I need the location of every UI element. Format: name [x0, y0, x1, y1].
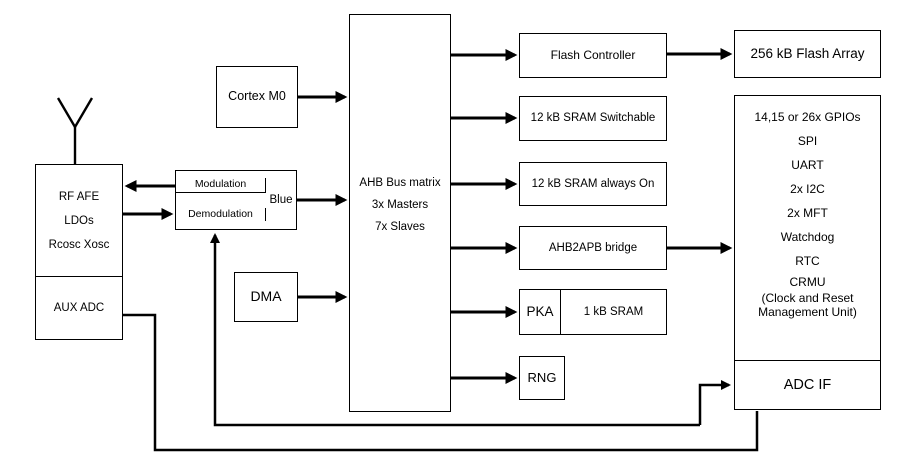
crmu-label: CRMU [789, 275, 826, 289]
routing-line-aux-adc [123, 313, 759, 452]
pka-label: PKA [526, 303, 554, 319]
modulation-label: Modulation [194, 178, 247, 191]
ahb-bus-matrix-label: AHB Bus matrix [359, 177, 441, 189]
crmu-sub-label-2: Management Unit) [758, 305, 857, 319]
sram-always-on-block: 12 kB SRAM always On [519, 162, 667, 206]
gpios-label: 14,15 or 26x GPIOs [754, 110, 861, 124]
demodulation-label: Demodulation [188, 207, 253, 220]
rtc-label: RTC [795, 254, 820, 268]
adc-if-label: ADC IF [783, 376, 832, 393]
ldos-label: LDOs [64, 214, 94, 227]
pka-sram-label: 1 kB SRAM [583, 305, 644, 318]
sram-always-on-label: 12 kB SRAM always On [531, 177, 655, 190]
flash-array-label: 256 kB Flash Array [750, 45, 865, 61]
flash-controller-label: Flash Controller [550, 48, 636, 62]
modem-block: Modulation Blue Demodulation [175, 170, 297, 230]
routing-line-to-adc-if [698, 380, 731, 425]
blue-label: Blue [269, 193, 293, 206]
cortex-m0-block: Cortex M0 [216, 66, 298, 128]
flash-array-block: 256 kB Flash Array [734, 30, 881, 78]
ahb-slaves-label: 7x Slaves [375, 221, 425, 233]
pka-sram-block: 1 kB SRAM [561, 289, 667, 335]
uart-label: UART [791, 158, 824, 172]
ahb2apb-bridge-block: AHB2APB bridge [519, 226, 667, 270]
rf-afe-label: RF AFE [58, 190, 100, 203]
peripherals-adc-block: 14,15 or 26x GPIOs SPI UART 2x I2C 2x MF… [734, 95, 881, 410]
rng-label: RNG [527, 369, 557, 385]
rng-block: RNG [519, 356, 565, 400]
pka-block: PKA [519, 289, 561, 335]
ahb-masters-label: 3x Masters [371, 199, 429, 211]
sram-switchable-label: 12 kB SRAM Switchable [530, 112, 656, 125]
spi-label: SPI [797, 134, 818, 148]
cortex-m0-label: Cortex M0 [228, 89, 286, 104]
blue-cell: Blue [266, 193, 296, 207]
aux-adc-label: AUX ADC [53, 301, 105, 314]
mft-label: 2x MFT [787, 206, 828, 220]
modulation-cell: Modulation [176, 178, 266, 193]
rcosc-xosc-label: Rcosc Xosc [48, 238, 110, 251]
i2c-label: 2x I2C [790, 182, 825, 196]
crmu-sub-label-1: (Clock and Reset [761, 291, 854, 305]
dma-block: DMA [234, 272, 298, 322]
demodulation-cell: Demodulation [176, 207, 266, 222]
flash-controller-block: Flash Controller [519, 33, 667, 78]
aux-adc-block: AUX ADC [36, 277, 122, 339]
sram-switchable-block: 12 kB SRAM Switchable [519, 96, 667, 141]
adc-if-block: ADC IF [735, 361, 880, 409]
watchdog-label: Watchdog [780, 230, 835, 244]
antenna-v [56, 97, 94, 130]
rf-afe-block: RF AFE LDOs Rcosc Xosc [36, 165, 122, 277]
ahb2apb-bridge-label: AHB2APB bridge [548, 241, 638, 254]
peripherals-block: 14,15 or 26x GPIOs SPI UART 2x I2C 2x MF… [735, 96, 880, 361]
routing-line-to-demodulation [210, 233, 700, 427]
ahb-bus-matrix-block: AHB Bus matrix 3x Masters 7x Slaves [349, 14, 451, 412]
dma-label: DMA [250, 288, 282, 305]
antenna-icon [56, 97, 94, 164]
rf-afe-aux-adc-block: RF AFE LDOs Rcosc Xosc AUX ADC [35, 164, 123, 340]
